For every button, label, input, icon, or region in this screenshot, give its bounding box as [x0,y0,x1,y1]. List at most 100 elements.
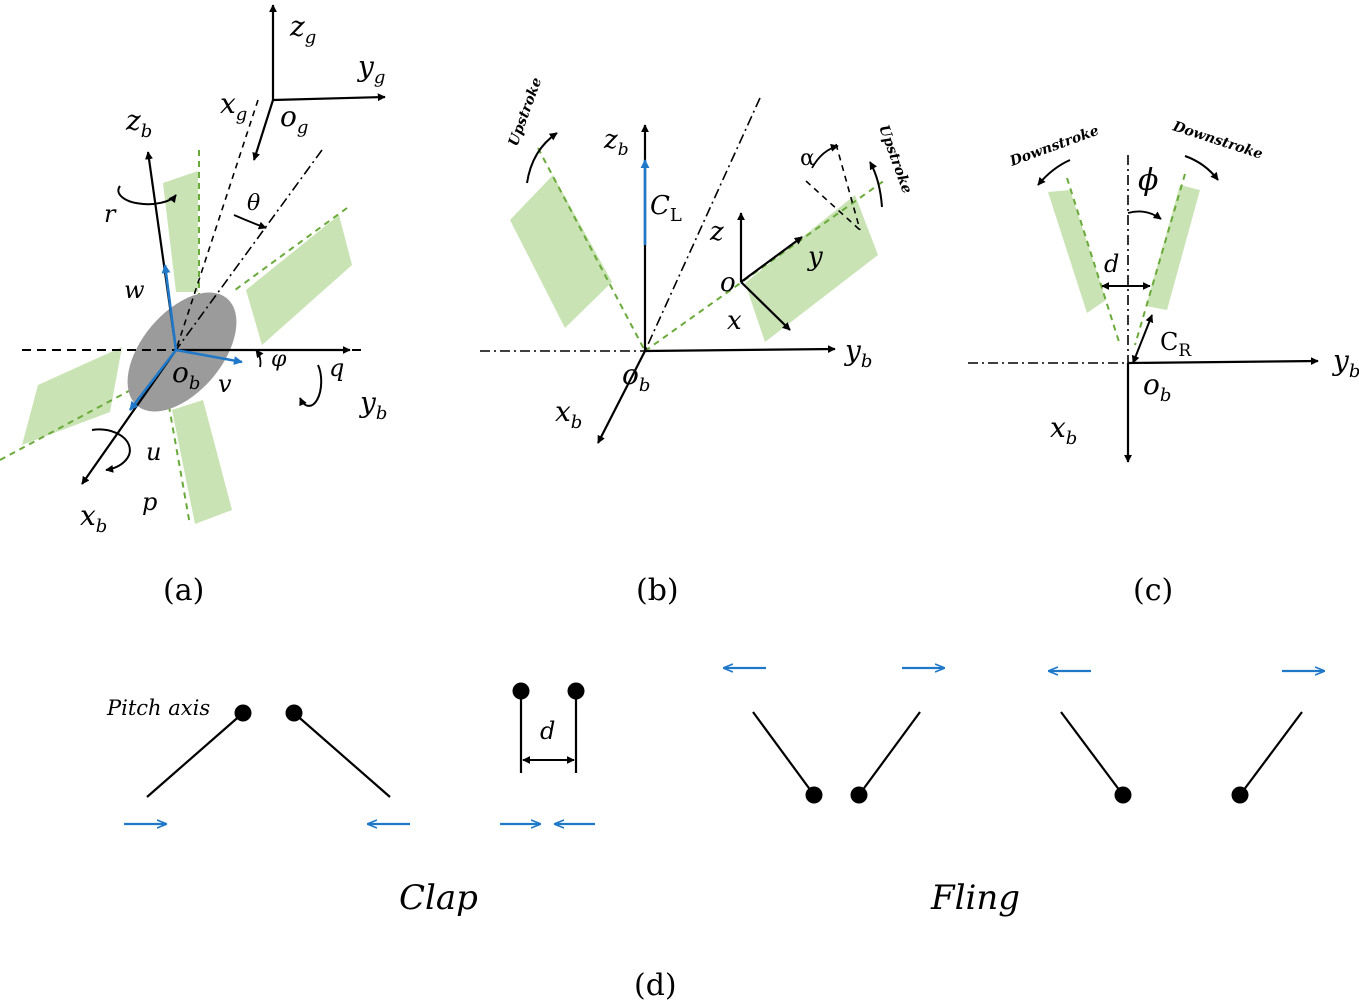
pitch-axis-dot [567,682,585,700]
fling-wing-right [858,711,921,796]
ob-label: ob [622,358,650,396]
xb-label: xb [555,395,582,433]
wing-left [510,175,612,328]
clap-wing-left [146,712,244,798]
yb-label: yb [358,386,387,424]
phi-angle-arc [255,349,264,368]
d-label: d [1104,250,1119,278]
wing-edge-left [1066,177,1121,346]
zb-label: zb [125,104,152,142]
xg-label: xg [220,87,247,125]
pitch-ref-dashdot [175,149,323,351]
alpha-ref-line [835,143,861,231]
alpha-wing-line [805,180,861,231]
fling-wing-left [752,711,815,796]
panel-a-caption: (a) [163,573,204,608]
pitch-axis-dot [1231,786,1249,804]
fling-wing-left [1060,711,1124,796]
pitch-axis-dot [512,682,530,700]
yb-label: yb [843,334,872,372]
wing-lower-right [172,400,232,524]
clap-wing-right [293,712,391,798]
ob-label: ob [1143,368,1171,406]
yb-axis-arrow [1127,357,1319,366]
panel-d-caption: (d) [634,968,677,1003]
phi-label: ϕ [1138,163,1158,198]
u-velocity-vector [128,349,178,411]
local-y-axis [740,236,803,283]
panel-b: Upstroke Upstroke zb CL z y o x α yb ob … [480,75,915,608]
wing-right [1146,185,1200,310]
upstroke-label-left: Upstroke [506,75,546,148]
local-o-label: o [720,268,736,298]
ob-label: ob [172,356,200,394]
upstroke-arc-right [869,161,883,208]
p-rotation-arc [91,428,131,473]
local-x-axis [740,281,791,331]
wing-lower-left [22,347,122,445]
wing-edge-upper-right [234,207,348,291]
downstroke-arc-right [1184,155,1219,181]
d-label: d [540,717,555,745]
q-rotation-arc [299,364,323,407]
downstroke-arc-left [1037,159,1071,186]
downstroke-label-right: Downstroke [1170,118,1265,162]
alpha-angle-arc [811,143,839,169]
pitch-axis-dot [805,786,823,804]
theta-angle-arc [233,214,267,230]
theta-label: θ [247,191,260,216]
xb-axis-arrow [597,350,646,444]
w-label: w [124,276,145,304]
upstroke-arc-left [526,132,558,184]
local-y-label: y [807,242,823,272]
yg-axis-arrow [272,93,386,102]
wing-edge-left [537,147,646,352]
upstroke-label-right: Upstroke [875,123,915,196]
yb-label: yb [1331,344,1359,382]
r-label: r [104,200,117,228]
wing-edge-lower-left [0,384,141,461]
panel-c-caption: (c) [1133,573,1173,608]
phi-angle-label: φ [271,347,287,372]
local-z-label: z [709,217,724,247]
downstroke-label-left: Downstroke [1007,123,1101,170]
w-velocity-vector [161,264,178,351]
zg-label: zg [289,10,316,48]
tilt-dashdot [644,97,761,352]
pitch-axis-label: Pitch axis [106,696,210,720]
xb-label: xb [1050,411,1077,449]
phi-angle-arc [1127,210,1162,220]
r-rotation-arc [117,185,177,206]
wing-edge-lower-right [166,394,191,526]
wing-right [745,195,878,342]
panel-c: Downstroke Downstroke ϕ d CR yb ob xb (c… [968,118,1359,608]
zb-label: zb [603,125,629,160]
panel-d: Pitch axis d Clap Fling (d) [106,668,1324,1003]
og-label: og [280,100,308,138]
v-label: v [218,370,232,398]
local-x-label: x [727,306,742,336]
panel-a: zg yg xg og zb yb xb ob θ φ r w v u p q … [0,4,387,608]
cl-label: CL [650,191,682,226]
fling-label: Fling [930,878,1020,918]
pitch-axis-dot [234,704,252,722]
wing-upper-left [163,171,198,292]
alpha-label: α [800,146,815,171]
yg-label: yg [356,50,385,88]
p-label: p [142,488,157,516]
pitch-axis-dot [1114,786,1132,804]
cr-label: CR [1160,328,1192,361]
fling-wing-right [1239,711,1303,796]
wing-left [1048,190,1106,313]
q-label: q [329,354,344,382]
pitch-axis-dot [850,786,868,804]
xg-axis-arrow [252,99,275,161]
xb-label: xb [80,499,107,537]
u-label: u [146,438,161,466]
wing-upper-right [246,215,352,345]
panel-b-caption: (b) [636,573,679,608]
pitch-axis-dot [285,704,303,722]
yb-axis-arrow [644,345,836,354]
cr-arrow [1131,314,1154,364]
clap-label: Clap [399,878,478,918]
